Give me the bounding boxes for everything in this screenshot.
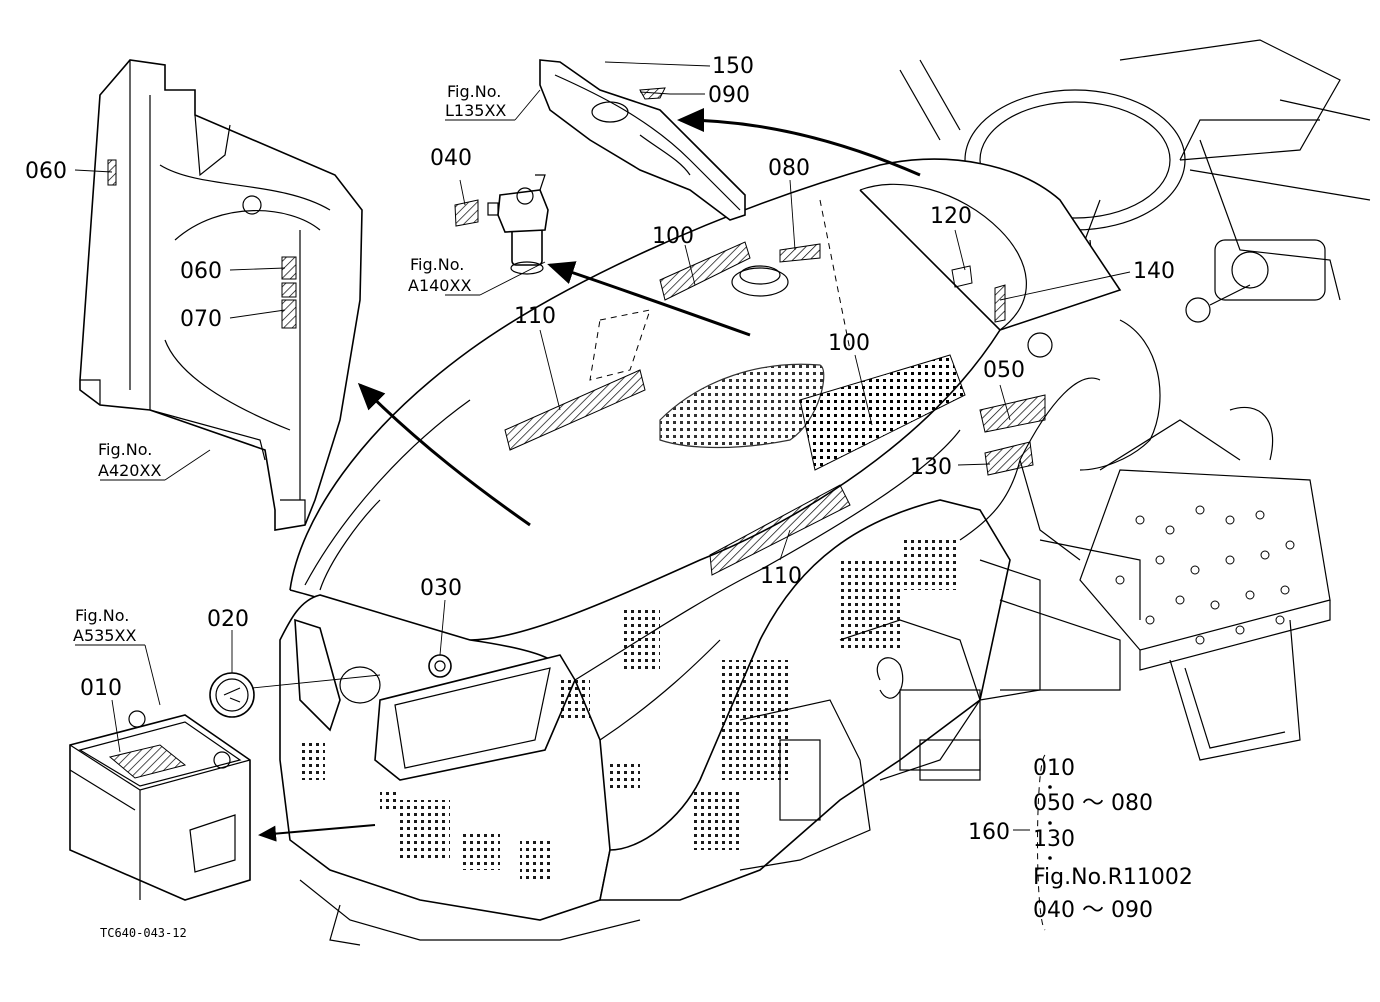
leader-lines (74, 61, 1131, 931)
drawing-code: TC640-043-12 (100, 926, 187, 940)
label-060-mid: 060 (180, 259, 222, 284)
label-060-top: 060 (25, 159, 67, 184)
fig-label-l135: Fig.No. (447, 82, 501, 101)
part-030-emblem (428, 654, 452, 678)
fig-label-a140: Fig.No. (410, 255, 464, 274)
label-050: 050 (983, 358, 1025, 383)
grille-panel (79, 59, 363, 531)
platform-bolt (1255, 510, 1265, 520)
fuel-filter (454, 174, 549, 275)
label-110-top: 110 (514, 304, 556, 329)
label-120: 120 (930, 204, 972, 229)
fig-label-a535: Fig.No. (75, 606, 129, 625)
platform-bolt (1225, 515, 1235, 525)
label-160: 160 (968, 820, 1010, 845)
fig-code-l135: L135XX (445, 101, 506, 120)
platform-bolt (1235, 625, 1245, 635)
label-070: 070 (180, 307, 222, 332)
platform-bolt (1260, 550, 1270, 560)
platform-bolt (1190, 565, 1200, 575)
label-030: 030 (420, 576, 462, 601)
label-020: 020 (207, 607, 249, 632)
label-040: 040 (430, 146, 472, 171)
label-110-side: 110 (760, 564, 802, 589)
part-020-cap (209, 672, 255, 718)
platform-bolt (1195, 505, 1205, 515)
decals (504, 241, 1046, 576)
platform-bolt (1145, 615, 1155, 625)
platform-bolt (1115, 575, 1125, 585)
platform-bolt (1210, 600, 1220, 610)
kit-160-line-4: Fig.No.R11002 (1033, 865, 1193, 890)
hood-body (279, 158, 1122, 946)
kit-160-list: 010 050 ～ 080 130 Fig.No.R11002 040 ～ 09… (1033, 756, 1193, 923)
platform-bolt (1280, 585, 1290, 595)
label-100-side: 100 (828, 331, 870, 356)
operator-station (899, 39, 1371, 323)
fig-code-a420: A420XX (98, 461, 161, 480)
kit-160-line-1: 010 (1033, 756, 1075, 781)
label-080: 080 (768, 156, 810, 181)
label-100-top: 100 (652, 224, 694, 249)
platform-bolt (1175, 595, 1185, 605)
label-010: 010 (80, 676, 122, 701)
kit-160-line-2: 050 ～ 080 (1033, 791, 1153, 816)
floor-platform (1079, 469, 1331, 761)
platform-bolts (1115, 505, 1295, 645)
assembly-arrows (258, 108, 921, 842)
figure-references: Fig.No. L135XX Fig.No. A140XX Fig.No. A4… (73, 82, 506, 645)
fig-code-a535: A535XX (73, 626, 136, 645)
side-cover (539, 59, 746, 221)
label-140: 140 (1133, 259, 1175, 284)
platform-bolt (1275, 615, 1285, 625)
platform-bolt (1195, 635, 1205, 645)
platform-bolt (1155, 555, 1165, 565)
platform-bolt (1135, 515, 1145, 525)
platform-bolt (1245, 590, 1255, 600)
platform-bolt (1285, 540, 1295, 550)
label-090: 090 (708, 83, 750, 108)
fig-label-a420: Fig.No. (98, 440, 152, 459)
platform-bolt (1165, 525, 1175, 535)
platform-bolt (1225, 555, 1235, 565)
part-labels: 150 090 040 080 100 110 100 110 120 140 … (25, 54, 1175, 845)
kit-160-line-3: 130 (1033, 827, 1075, 852)
battery (69, 710, 251, 901)
fig-code-a140: A140XX (408, 276, 471, 295)
label-150: 150 (712, 54, 754, 79)
label-130: 130 (910, 455, 952, 480)
kit-160-line-5: 040 ～ 090 (1033, 898, 1153, 923)
